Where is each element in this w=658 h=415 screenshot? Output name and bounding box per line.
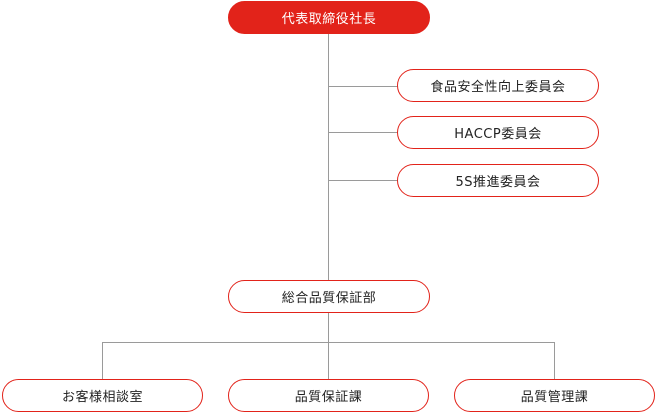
section-node-quality-assurance: 品質保証課 [228, 379, 429, 412]
branch-line-committee-1 [328, 86, 398, 87]
section-drop-line-1 [102, 342, 103, 380]
committee-node-5s: 5S推進委員会 [397, 164, 599, 197]
main-trunk-line [328, 33, 329, 281]
qa-division-node: 総合品質保証部 [228, 280, 430, 313]
committee-node-food-safety: 食品安全性向上委員会 [397, 69, 599, 102]
branch-line-committee-3 [328, 180, 398, 181]
section-node-customer-service: お客様相談室 [2, 379, 203, 412]
president-node: 代表取締役社長 [228, 1, 430, 34]
section-drop-line-3 [554, 342, 555, 380]
section-node-quality-control: 品質管理課 [454, 379, 655, 412]
branch-line-committee-2 [328, 132, 398, 133]
section-drop-line-2 [328, 342, 329, 380]
committee-node-haccp: HACCP委員会 [397, 116, 599, 149]
division-down-line [328, 313, 329, 343]
